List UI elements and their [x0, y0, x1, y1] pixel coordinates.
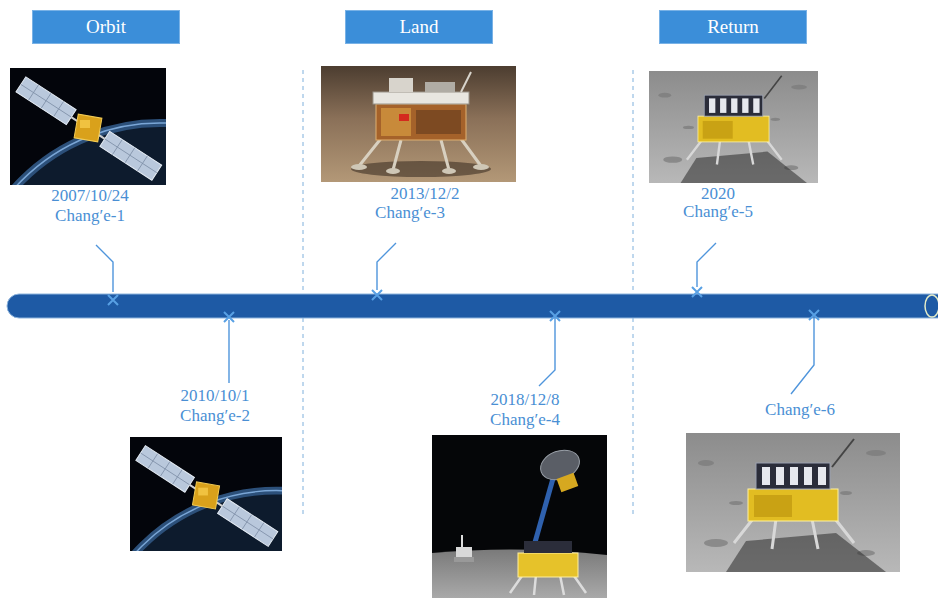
timeline-label: Chang′e-6	[765, 400, 835, 419]
leader-line	[96, 243, 814, 394]
timeline-label: 2010/10/1	[181, 386, 250, 405]
timeline-label: Chang′e-2	[180, 406, 250, 425]
timeline-label: Chang′e-5	[683, 202, 753, 221]
timeline-label: Chang′e-1	[55, 206, 125, 225]
timeline-label: Chang′e-4	[490, 410, 560, 429]
timeline-label: 2013/12/2	[391, 184, 460, 203]
timeline-label: Chang′e-3	[375, 203, 445, 222]
phase-header: Land	[345, 10, 493, 44]
timeline-bar	[7, 294, 938, 318]
lander-picture	[321, 66, 516, 182]
phase-header: Return	[659, 10, 807, 44]
lander-picture	[649, 71, 818, 183]
event-marker	[108, 287, 819, 322]
phase-title: Return	[707, 16, 759, 38]
phase-title: Orbit	[86, 16, 126, 38]
phase-header: Orbit	[32, 10, 180, 44]
satellite-picture	[86, 437, 466, 598]
timeline-label: 2007/10/24	[51, 186, 128, 205]
phase-title: Land	[399, 16, 438, 38]
timeline-label: 2018/12/8	[491, 390, 560, 409]
lander-picture	[432, 435, 607, 598]
timeline-label: 2020	[701, 184, 735, 203]
lander-picture	[686, 433, 900, 572]
